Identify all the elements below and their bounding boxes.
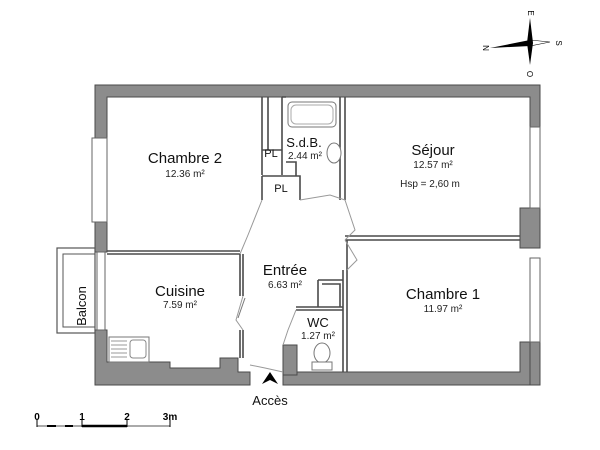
svg-text:2: 2	[124, 412, 130, 423]
room-name: Chambre 1	[406, 286, 480, 303]
room-area: 11.97 m²	[424, 304, 463, 315]
room-entree: Entrée 6.63 m²	[263, 262, 307, 291]
room-area: 12.36 m²	[165, 169, 205, 180]
bathtub	[287, 101, 337, 128]
svg-text:O: O	[525, 71, 534, 77]
toilet	[311, 342, 333, 371]
svg-text:3m: 3m	[163, 412, 178, 423]
room-name: Entrée	[263, 262, 307, 279]
balcony-label: Balcon	[74, 286, 89, 326]
washbasin	[326, 142, 342, 164]
balcony	[56, 247, 96, 334]
doors	[235, 194, 358, 373]
room-area: 6.63 m²	[268, 280, 303, 291]
windows	[91, 126, 541, 343]
svg-text:0: 0	[34, 412, 40, 423]
svg-text:N: N	[481, 45, 490, 51]
access-marker: Accès	[252, 372, 288, 408]
closet-label: PL	[274, 183, 287, 195]
room-area: 12.57 m²	[413, 160, 453, 171]
kitchen-sink	[108, 336, 150, 363]
compass-rose-icon: N S E O	[481, 10, 563, 77]
room-chambre-2: Chambre 2 12.36 m²	[148, 150, 222, 180]
room-chambre-1: Chambre 1 11.97 m²	[406, 286, 480, 315]
room-wc: WC 1.27 m²	[301, 315, 336, 342]
room-area: 2.44 m²	[288, 151, 323, 162]
access-label: Accès	[252, 393, 288, 408]
room-sdb: S.d.B. 2.44 m²	[286, 135, 322, 162]
svg-text:E: E	[526, 10, 535, 15]
room-name: WC	[307, 315, 329, 330]
room-area: 1.27 m²	[301, 331, 336, 342]
room-name: Cuisine	[155, 283, 205, 300]
room-sejour: Séjour 12.57 m² Hsp = 2,60 m	[400, 142, 460, 190]
svg-text:1: 1	[79, 412, 85, 423]
ceiling-height: Hsp = 2,60 m	[400, 179, 460, 190]
room-name: Séjour	[411, 142, 454, 159]
svg-text:S: S	[554, 40, 563, 45]
room-name: Chambre 2	[148, 150, 222, 167]
room-cuisine: Cuisine 7.59 m²	[155, 283, 205, 311]
room-name: S.d.B.	[286, 135, 321, 150]
interior-walls	[107, 96, 520, 372]
arrow-up-icon	[262, 372, 278, 384]
closet-label: PL	[264, 148, 277, 160]
scale-bar: 0 1 2 3m	[34, 412, 178, 428]
room-area: 7.59 m²	[163, 300, 198, 311]
